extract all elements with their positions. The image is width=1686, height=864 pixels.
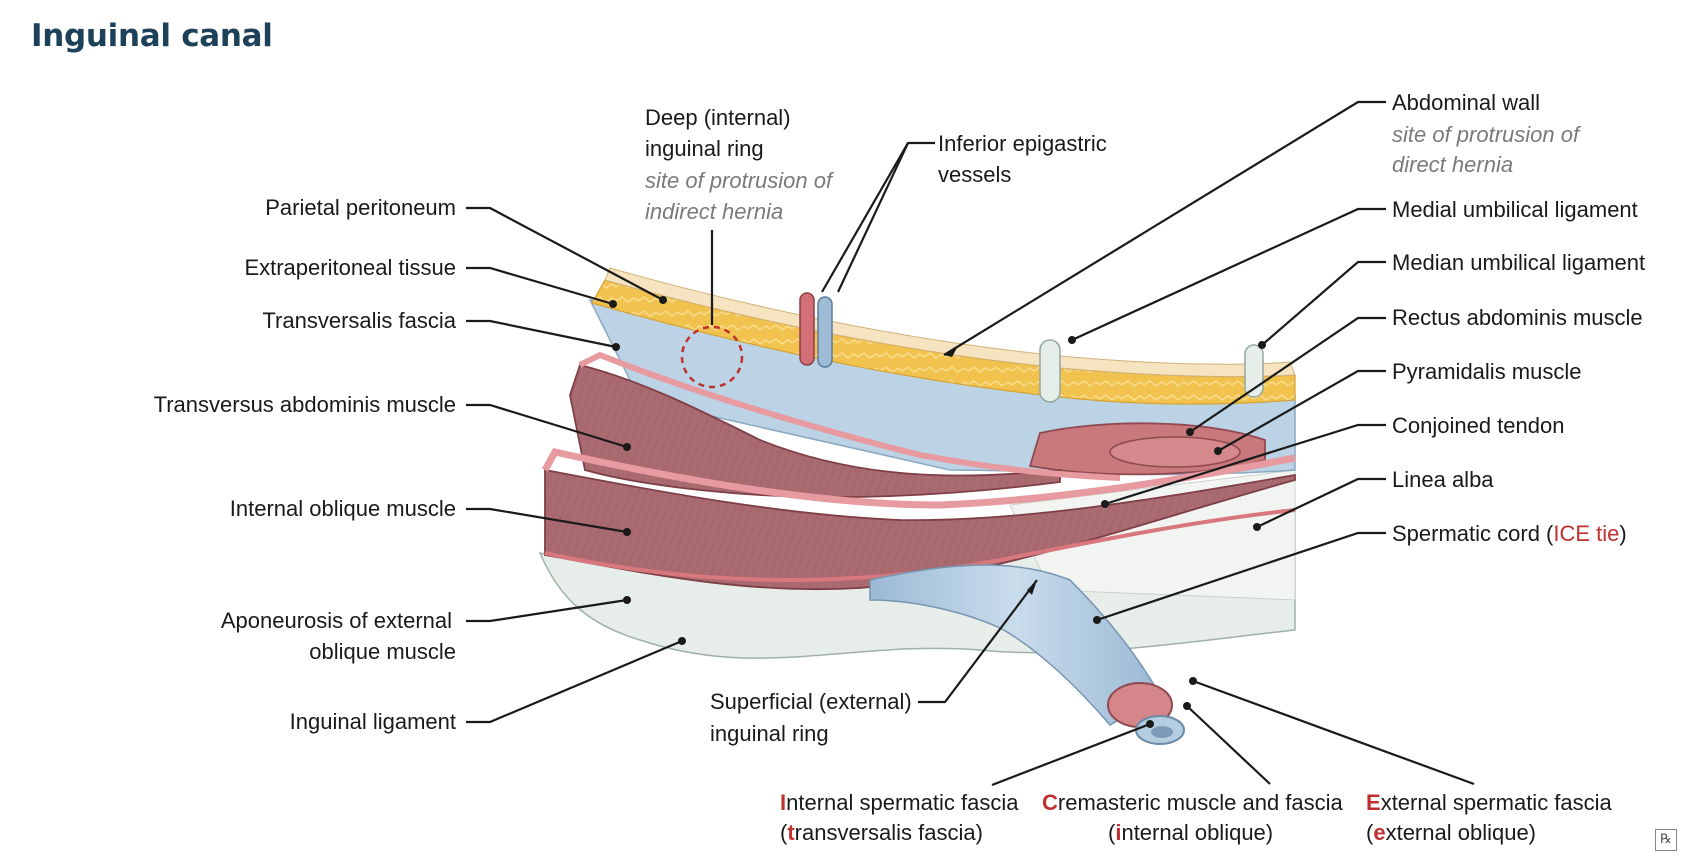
isf-initial: I — [780, 790, 786, 815]
median-umbilical-ligament-cord — [1244, 344, 1264, 398]
label-rectus: Rectus abdominis muscle — [1392, 305, 1643, 330]
cm-paren-open: ( — [1108, 820, 1116, 845]
isf-paren-open: ( — [780, 820, 788, 845]
spermatic-cord-mnemonic: ICE tie — [1553, 521, 1619, 546]
label-aponeurosis-line1: Aponeurosis of external — [221, 608, 452, 633]
esf-rest: xternal spermatic fascia — [1381, 790, 1613, 815]
label-epigastric-line2: vessels — [938, 162, 1011, 187]
label-superficial-line2: inguinal ring — [710, 721, 829, 746]
label-deep-ring-line2: inguinal ring — [645, 136, 764, 161]
label-linea-alba: Linea alba — [1392, 467, 1494, 492]
note-abdominal-wall-line2: direct hernia — [1392, 152, 1513, 177]
cm-rest: remasteric muscle and fascia — [1058, 790, 1344, 815]
anatomy-illustration — [538, 267, 1296, 745]
esf-paren-open: ( — [1366, 820, 1374, 845]
label-inguinal-ligament: Inguinal ligament — [290, 709, 456, 734]
internal-oblique-edge — [541, 448, 1296, 509]
label-conjoined: Conjoined tendon — [1392, 413, 1564, 438]
cord-lumen — [1151, 726, 1173, 738]
leader-lines — [466, 100, 1475, 787]
label-internal-oblique: Internal oblique muscle — [230, 496, 456, 521]
note-abdominal-wall-line1: site of protrusion of — [1392, 122, 1582, 147]
note-deep-ring-line2: indirect hernia — [645, 199, 783, 224]
esf-paren-rest: xternal oblique) — [1386, 820, 1536, 845]
label-aponeurosis-line2: oblique muscle — [309, 639, 456, 664]
aponeurosis-edge — [544, 508, 1296, 582]
transversus-abdominis-sheet — [569, 363, 1061, 498]
isf-paren-initial: t — [787, 820, 795, 845]
linea-alba-region — [1009, 469, 1296, 601]
label-internal-spermatic-fascia: Internal spermatic fascia — [780, 790, 1019, 815]
spermatic-cord-text: Spermatic cord ( — [1392, 521, 1554, 546]
label-cremasteric-paren: (internal oblique) — [1108, 820, 1273, 845]
bottom-labels: Superficial (external) inguinal ring Int… — [710, 689, 1613, 845]
label-cremasteric: Cremasteric muscle and fascia — [1042, 790, 1344, 815]
label-epigastric-line1: Inferior epigastric — [938, 131, 1107, 156]
transversus-abdominis-edge — [578, 351, 1121, 481]
label-abdominal-wall: Abdominal wall — [1392, 90, 1540, 115]
cm-paren-initial: i — [1115, 820, 1121, 845]
esf-paren-initial: e — [1373, 820, 1385, 845]
epigastric-artery — [799, 292, 815, 366]
label-parietal-peritoneum: Parietal peritoneum — [265, 195, 456, 220]
internal-oblique-sheet — [544, 468, 1296, 591]
parietal-peritoneum-band — [604, 267, 1296, 378]
page-title: Inguinal canal — [31, 18, 273, 54]
label-transversus-abdominis: Transversus abdominis muscle — [154, 392, 456, 417]
label-spermatic-cord: Spermatic cord (ICE tie) — [1392, 521, 1627, 546]
spermatic-cord-close: ) — [1619, 521, 1626, 546]
isf-rest: nternal spermatic fascia — [786, 790, 1019, 815]
label-external-spermatic-fascia: External spermatic fascia — [1366, 790, 1613, 815]
label-internal-spermatic-fascia-paren: (transversalis fascia) — [780, 820, 983, 845]
medial-umbilical-ligament-cord — [1039, 339, 1061, 403]
deep-inguinal-ring — [680, 325, 744, 389]
top-labels: Deep (internal) inguinal ring site of pr… — [645, 105, 1107, 224]
label-medial-umbilical: Medial umbilical ligament — [1392, 197, 1638, 222]
left-labels: Parietal peritoneum Extraperitoneal tiss… — [154, 195, 457, 734]
label-median-umbilical: Median umbilical ligament — [1392, 250, 1645, 275]
note-deep-ring-line1: site of protrusion of — [645, 168, 835, 193]
label-superficial-line1: Superficial (external) — [710, 689, 912, 714]
esf-initial: E — [1366, 790, 1381, 815]
cm-paren-rest: nternal oblique) — [1121, 820, 1273, 845]
label-extraperitoneal-tissue: Extraperitoneal tissue — [244, 255, 456, 280]
isf-paren-rest: ransversalis fascia) — [795, 820, 983, 845]
label-external-spermatic-fascia-paren: (external oblique) — [1366, 820, 1536, 845]
epigastric-vein — [817, 296, 833, 368]
label-deep-ring-line1: Deep (internal) — [645, 105, 791, 130]
pyramidalis-block — [1109, 436, 1241, 468]
label-pyramidalis: Pyramidalis muscle — [1392, 359, 1582, 384]
cm-initial: C — [1042, 790, 1058, 815]
rx-logo-icon: ℞ — [1655, 829, 1677, 851]
label-transversalis-fascia: Transversalis fascia — [262, 308, 456, 333]
right-labels: Abdominal wall site of protrusion of dir… — [1392, 90, 1645, 546]
